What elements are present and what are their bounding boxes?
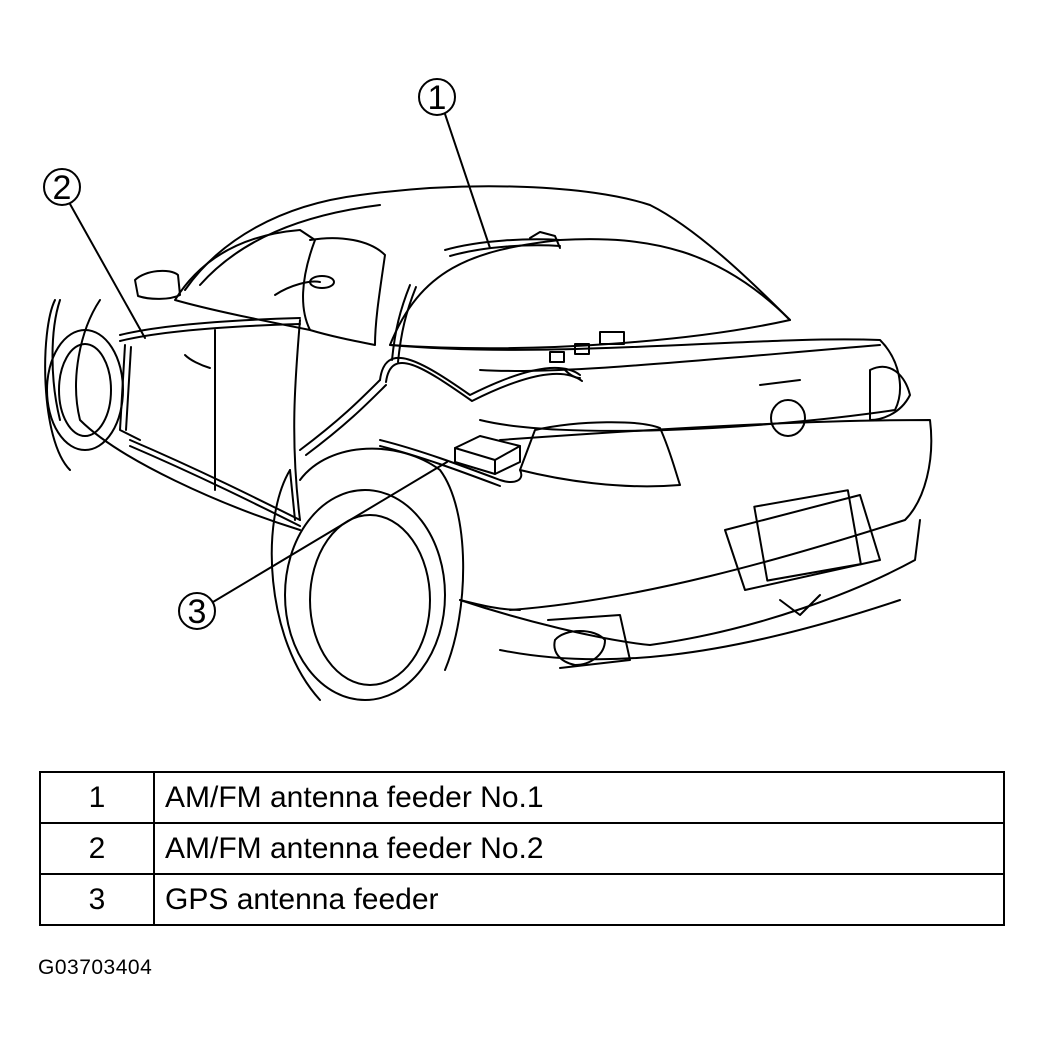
antenna-feeder-harness (119, 231, 625, 527)
callout-3-number: 3 (188, 593, 207, 631)
legend-table: 1 AM/FM antenna feeder No.1 2 AM/FM ante… (39, 771, 1005, 926)
legend-number: 2 (39, 822, 155, 875)
legend-description: AM/FM antenna feeder No.1 (153, 771, 1005, 824)
callout-1: 1 (418, 78, 491, 249)
callout-2-number: 2 (53, 169, 72, 207)
rear-wheel (270, 447, 465, 701)
legend-row: 2 AM/FM antenna feeder No.2 (39, 822, 1005, 875)
callout-3: 3 (178, 461, 448, 631)
car-body-outline (51, 185, 933, 669)
car-antenna-diagram: 1 2 3 (43, 78, 933, 701)
legend-number: 3 (39, 873, 155, 926)
legend-row: 3 GPS antenna feeder (39, 873, 1005, 926)
legend-description: GPS antenna feeder (153, 873, 1005, 926)
legend-description: AM/FM antenna feeder No.2 (153, 822, 1005, 875)
legend-row: 1 AM/FM antenna feeder No.1 (39, 771, 1005, 824)
legend-number: 1 (39, 771, 155, 824)
callout-1-number: 1 (428, 79, 447, 117)
callout-2: 2 (43, 168, 146, 339)
figure-code: G03703404 (38, 956, 153, 979)
